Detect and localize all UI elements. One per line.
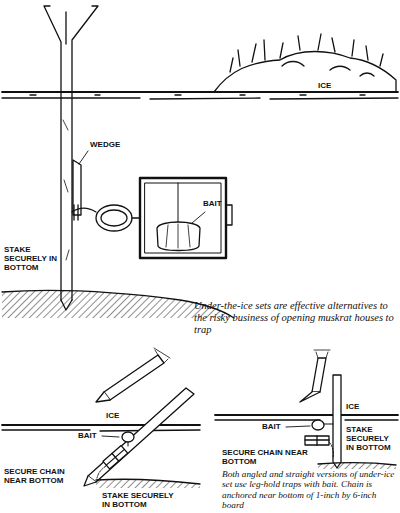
- board-sketch: [96, 392, 110, 402]
- dimension-mark: [314, 350, 330, 358]
- callout-label: ICE: [106, 412, 119, 421]
- bait: [157, 222, 200, 251]
- ice-line: [215, 414, 398, 416]
- lake-bottom: [96, 479, 200, 488]
- muskrat-house: [214, 52, 396, 93]
- lake-bottom: [318, 463, 396, 465]
- callout-label: WEDGE: [90, 141, 120, 150]
- callout-label: BAIT: [78, 432, 97, 441]
- dimension-mark: [154, 348, 170, 363]
- lake-bottom: [318, 463, 396, 469]
- stake-band: [74, 205, 78, 220]
- angled-board: [84, 476, 96, 486]
- ice-line: [2, 430, 200, 431]
- trap-chain: [97, 466, 106, 478]
- callout-label: ICE: [346, 403, 359, 412]
- ice-line: [215, 419, 398, 420]
- grass: [282, 62, 374, 77]
- bait: [122, 432, 134, 442]
- leg-hold-trap: [103, 446, 128, 469]
- angled-board: [88, 388, 194, 482]
- callout-label: ICE: [318, 82, 331, 91]
- lake-bottom: [96, 479, 200, 484]
- board-sketch: [104, 355, 164, 400]
- stake-grain: [63, 120, 69, 260]
- bait: [166, 224, 190, 248]
- callout-label: STAKE SECURELY IN BOTTOM: [4, 246, 58, 272]
- trap-spring: [101, 210, 127, 226]
- callout-label: BAIT: [262, 423, 281, 432]
- callout-label: SECURE CHAIN NEAR BOTTOM: [222, 449, 308, 467]
- trap-chain: [72, 208, 96, 212]
- trap-spring: [96, 205, 132, 231]
- board-sketch: [312, 358, 326, 392]
- leg-hold-trap: [305, 436, 329, 445]
- grass: [230, 34, 383, 72]
- leader-line: [286, 426, 310, 427]
- leader-line: [192, 212, 205, 223]
- straight-board: [333, 375, 341, 468]
- callout-label: SECURE CHAIN NEAR BOTTOM: [4, 468, 84, 486]
- bait: [312, 420, 324, 430]
- callout-label: STAKE SECURELY IN BOTTOM: [102, 492, 182, 510]
- trap-frame: [145, 183, 221, 253]
- leader-line: [79, 151, 88, 164]
- bait-string: [324, 424, 333, 425]
- leg-hold-trap: [305, 436, 329, 445]
- caption-text: Both angled and straight versions of und…: [222, 469, 398, 512]
- ice-mark: [30, 94, 365, 95]
- trap-chain: [329, 442, 333, 458]
- leg-hold-trap: [103, 446, 128, 469]
- bait-string: [178, 183, 179, 222]
- board-sketch: [300, 392, 320, 402]
- leader-line: [102, 436, 119, 437]
- callout-label: BAIT: [203, 200, 222, 209]
- trap-frame: [226, 205, 232, 225]
- trap-frame: [140, 178, 226, 258]
- caption-text: Under-the-ice sets are effective alterna…: [194, 300, 396, 336]
- ice-line: [2, 424, 200, 426]
- callout-label: STAKE SECURELY IN BOTTOM: [346, 426, 396, 452]
